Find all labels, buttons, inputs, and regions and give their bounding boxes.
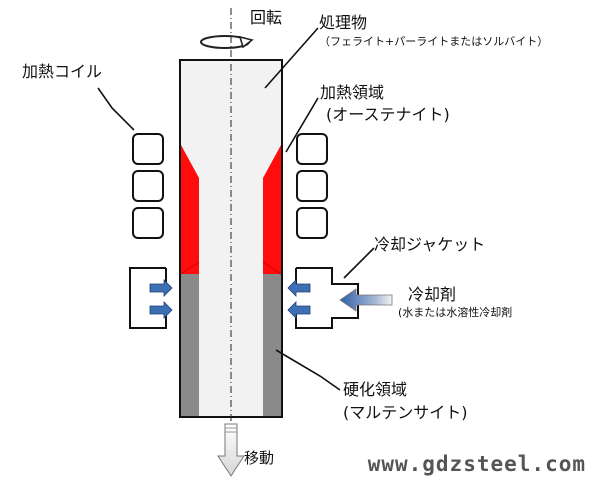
hardened-zone-note: (マルテンサイト) bbox=[343, 403, 468, 422]
workpiece-note: （フェライト+パーライトまたはソルバイト） bbox=[319, 35, 549, 48]
leader-heating-coil bbox=[97, 87, 135, 131]
rotation-arrow-icon bbox=[200, 35, 254, 49]
cooling-jacket-left bbox=[129, 267, 173, 329]
heated-zone-label: 加熱領域 bbox=[320, 83, 385, 102]
hardened-zone-right bbox=[263, 274, 281, 416]
movement-arrow-icon bbox=[217, 423, 245, 477]
coolant-jet-icon bbox=[287, 279, 311, 297]
heated-zone-left bbox=[181, 145, 199, 274]
leader-hardened-zone bbox=[275, 349, 341, 391]
site-watermark: www.gdzsteel.com bbox=[367, 452, 586, 476]
cooling-jacket-label: 冷却ジャケット bbox=[374, 235, 486, 254]
coolant-label: 冷却剤 bbox=[408, 285, 457, 304]
leader-heated-zone bbox=[285, 97, 319, 153]
leader-workpiece bbox=[264, 27, 319, 89]
workpiece-label: 処理物 bbox=[319, 13, 368, 32]
coolant-jet-icon bbox=[287, 301, 311, 319]
heating-coil-left bbox=[132, 133, 164, 239]
movement-label: 移動 bbox=[244, 449, 275, 467]
hardened-zone-left bbox=[181, 274, 199, 416]
heating-coil-label: 加熱コイル bbox=[22, 62, 103, 81]
heated-zone-note: (オーステナイト) bbox=[326, 105, 450, 124]
rotation-label: 回転 bbox=[250, 8, 283, 27]
coolant-jet-icon bbox=[149, 301, 173, 319]
coolant-note: (水または水溶性冷却剤 bbox=[398, 306, 513, 319]
hardened-zone-label: 硬化領域 bbox=[343, 380, 408, 399]
heating-coil-right bbox=[296, 133, 328, 239]
coolant-inlet-arrow-icon bbox=[339, 288, 393, 312]
coolant-jet-icon bbox=[149, 279, 173, 297]
cooling-jacket-right bbox=[287, 267, 359, 329]
leader-cooling-jacket bbox=[343, 247, 375, 279]
heated-zone-right bbox=[263, 145, 281, 274]
